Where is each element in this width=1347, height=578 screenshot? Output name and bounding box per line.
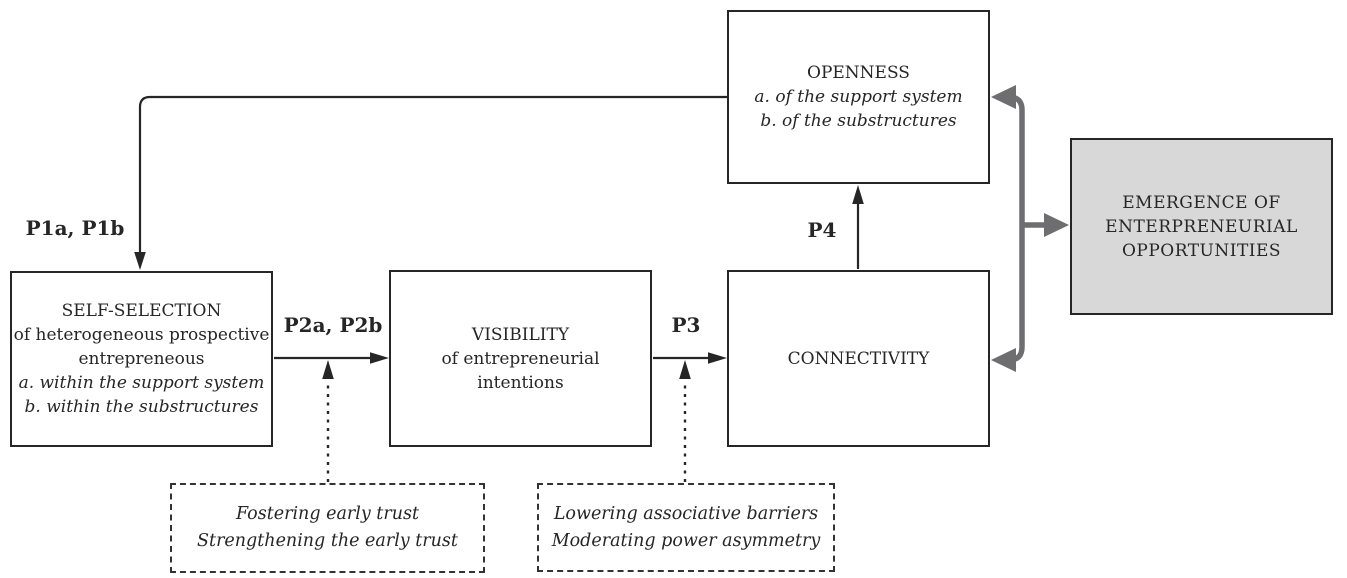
box-connectivity-title: CONNECTIVITY [787,348,930,369]
note-barriers-line: Lowering associative barriers [553,503,819,524]
box-openness-line: a. of the support system [754,87,963,107]
gray-connector [991,85,1069,372]
box-self-selection-line: entrepreneous [78,349,205,369]
arrow-p3 [653,352,727,364]
box-emergence-line: ENTERPRENEURIAL [1105,216,1298,237]
arrow-p2 [274,352,389,364]
box-openness-title: OPENNESS [807,63,910,83]
box-openness: OPENNESS a. of the support system b. of … [727,10,990,184]
box-self-selection-line: b. within the substructures [24,397,259,417]
note-barriers-line: Moderating power asymmetry [551,530,821,551]
box-emergence-line: OPPORTUNITIES [1121,240,1282,261]
box-emergence-line: EMERGENCE OF [1122,192,1281,213]
box-self-selection-line: of heterogeneous prospective [13,325,270,345]
box-self-selection-line: a. within the support system [18,373,265,393]
box-self-selection: SELF-SELECTION of heterogeneous prospect… [10,271,273,447]
note-early-trust-line: Fostering early trust [236,504,419,524]
box-visibility-line: intentions [477,372,564,393]
label-p3: P3 [671,313,701,337]
note-early-trust-line: Strengthening the early trust [197,531,458,551]
note-early-trust: Fostering early trust Strengthening the … [170,483,485,573]
box-openness-line: b. of the substructures [760,111,957,131]
label-p2: P2a, P2b [283,313,383,337]
dashed-arrow-barriers [679,360,691,482]
note-barriers: Lowering associative barriers Moderating… [537,483,835,572]
box-self-selection-title: SELF-SELECTION [61,301,222,321]
box-connectivity: CONNECTIVITY [727,270,990,447]
arrow-p1 [134,95,727,270]
box-visibility-title: VISIBILITY [471,324,570,345]
box-emergence: EMERGENCE OF ENTERPRENEURIAL OPPORTUNITI… [1070,138,1333,315]
dashed-arrow-trust [322,360,334,482]
box-visibility: VISIBILITY of entrepreneurial intentions [389,270,652,447]
label-p4: P4 [807,218,837,242]
label-p1: P1a, P1b [25,216,125,240]
box-visibility-line: of entrepreneurial [441,348,600,369]
arrow-p4 [852,185,864,269]
